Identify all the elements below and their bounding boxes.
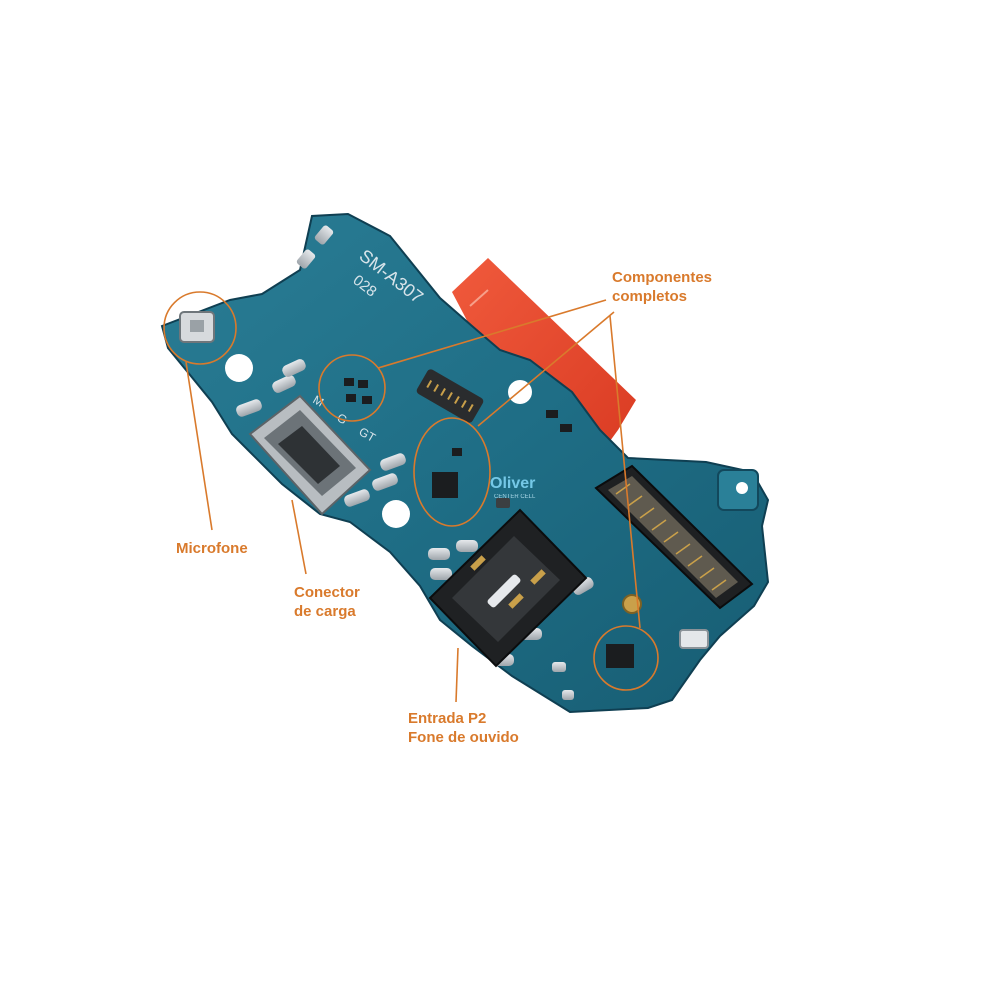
callout-circle-componentes-3 — [593, 625, 659, 691]
callout-conector-line1: Conector — [294, 584, 360, 601]
leader-microfone — [185, 361, 213, 531]
microphone-icon — [179, 311, 215, 343]
callout-label-componentes: Componentes completos — [612, 268, 712, 306]
callout-label-entrada: Entrada P2 Fone de ouvido — [408, 709, 519, 747]
callout-componentes-line2: completos — [612, 288, 688, 305]
leader-componentes-3 — [609, 315, 641, 629]
small-flex-connector — [416, 369, 484, 423]
callout-annotations — [163, 291, 659, 703]
callout-circle-componentes-1 — [318, 354, 386, 422]
callout-circle-componentes-2 — [413, 417, 491, 527]
board-to-board-connector-icon — [594, 464, 754, 610]
audio-jack-icon — [428, 508, 588, 668]
callout-label-conector: Conector de carga — [294, 583, 360, 621]
leader-componentes-1 — [377, 299, 607, 369]
callout-componentes-line1: Componentes — [612, 269, 713, 286]
watermark-brand: Oliver — [490, 475, 535, 492]
callout-microfone-line1: Microfone — [176, 540, 248, 557]
callout-entrada-line1: Entrada P2 — [408, 710, 487, 727]
callout-label-microfone: Microfone — [176, 539, 248, 558]
callout-conector-line2: de carga — [294, 603, 356, 620]
watermark-logo: Oliver CENTER CELL — [490, 475, 536, 500]
callout-entrada-line2: Fone de ouvido — [408, 729, 519, 746]
leader-entrada — [455, 647, 459, 703]
callout-circle-microfone — [163, 291, 237, 365]
leader-conector — [291, 499, 307, 575]
usb-c-port-icon — [248, 394, 372, 516]
watermark-tagline: CENTER CELL — [494, 494, 536, 500]
leader-componentes-2 — [477, 311, 615, 427]
